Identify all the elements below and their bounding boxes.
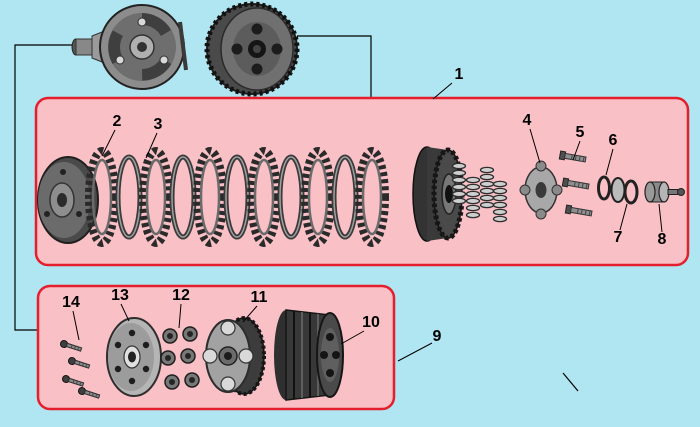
damper-nut-drawing — [160, 350, 176, 366]
callout-1: 1 — [454, 66, 464, 83]
retainer-plate-drawing — [106, 317, 162, 397]
callout-9: 9 — [432, 328, 442, 345]
damper-nut-drawing — [164, 374, 180, 390]
callout-2: 2 — [112, 113, 122, 130]
callout-3: 3 — [153, 116, 163, 133]
stray-mark-line — [562, 372, 579, 392]
callout-12: 12 — [172, 287, 190, 304]
leader-line-1 — [432, 82, 453, 100]
damper-nut-drawing — [182, 326, 198, 342]
cush-drive-hub-drawing — [202, 316, 266, 396]
leader-line-7 — [619, 203, 628, 231]
leader-line-10 — [340, 330, 365, 345]
callout-7: 7 — [613, 229, 623, 246]
clutch-drum-photo — [204, 1, 300, 97]
clutch-hub-drawing — [412, 146, 465, 242]
leader-line-14 — [72, 310, 80, 341]
spring-plate-drawing — [519, 160, 563, 220]
leader-line-11 — [242, 305, 258, 323]
leader-line-12 — [178, 303, 182, 329]
pressure-plate-drawing — [37, 156, 99, 244]
leader-line-3 — [145, 132, 158, 159]
connector-line-right — [297, 35, 372, 97]
connector-line-left — [14, 44, 72, 331]
shoe-drum-drawing — [274, 309, 344, 401]
callout-10: 10 — [362, 314, 380, 331]
callout-4: 4 — [522, 112, 532, 129]
callout-6: 6 — [608, 132, 618, 149]
release-piece-drawing — [644, 181, 685, 203]
leader-line-13 — [120, 303, 130, 322]
leader-line-5 — [572, 140, 581, 161]
damper-nut-drawing — [180, 348, 196, 364]
damper-nut-drawing — [184, 372, 200, 388]
washer-set-drawing — [597, 175, 639, 205]
callout-14: 14 — [62, 294, 80, 311]
callout-8: 8 — [657, 231, 667, 248]
clutch-assembly-photo — [71, 4, 188, 90]
callout-11: 11 — [250, 289, 268, 306]
callout-5: 5 — [575, 124, 585, 141]
callout-13: 13 — [111, 287, 129, 304]
leader-line-8 — [658, 203, 663, 233]
damper-nut-drawing — [162, 328, 178, 344]
leader-line-2 — [101, 129, 116, 157]
leader-line-4 — [529, 128, 541, 164]
leader-line-9 — [397, 342, 433, 362]
leader-line-6 — [605, 148, 614, 176]
